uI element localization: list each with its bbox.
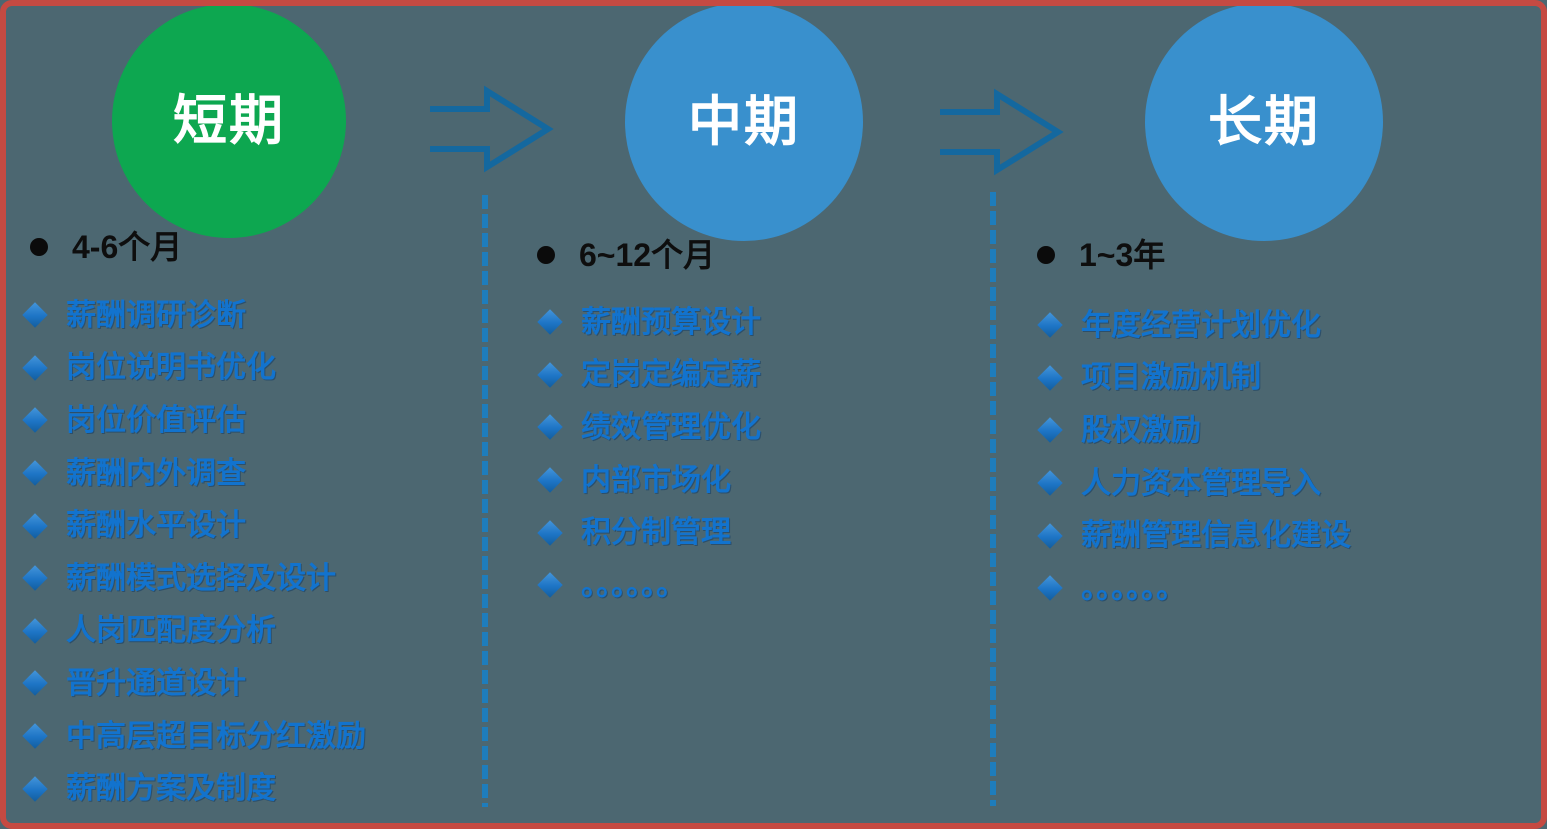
phase-duration-label: 6~12个月	[579, 237, 716, 273]
list-item: 中高层超目标分红激励	[22, 710, 366, 763]
list-item: 项目激励机制	[1037, 352, 1351, 405]
list-item-label: 岗位说明书优化	[66, 351, 276, 385]
list-item: 晋升通道设计	[22, 657, 366, 710]
list-item: 绩效管理优化	[537, 401, 761, 454]
list-item: 。。。。。。	[1037, 562, 1351, 615]
list-item: 薪酬调研诊断	[22, 289, 366, 342]
list-item-label: 。。。。。。	[1081, 571, 1186, 605]
diamond-bullet-icon	[1037, 470, 1063, 496]
phase-circle-mid-term: 中期	[625, 3, 863, 241]
list-item-label: 定岗定编定薪	[581, 358, 761, 392]
list-item: 薪酬管理信息化建设	[1037, 509, 1351, 562]
phase-duration-mid-term: 6~12个月	[535, 235, 715, 275]
diamond-bullet-icon	[1037, 312, 1063, 339]
list-item-label: 晋升通道设计	[66, 666, 246, 700]
list-item: 薪酬内外调查	[22, 447, 366, 500]
list-item: 年度经营计划优化	[1037, 299, 1351, 352]
dot-bullet-icon	[537, 246, 555, 264]
diamond-bullet-icon	[537, 519, 563, 546]
list-item-label: 。。。。。。	[581, 568, 686, 602]
list-item: 薪酬方案及制度	[22, 762, 366, 815]
diamond-bullet-icon	[1037, 417, 1063, 444]
phase-circle-label: 短期	[173, 91, 285, 151]
list-item: 岗位说明书优化	[22, 342, 366, 395]
phase-item-list-mid-term: 薪酬预算设计定岗定编定薪绩效管理优化内部市场化积分制管理。。。。。。	[537, 296, 761, 612]
dashed-divider	[482, 195, 488, 807]
phase-duration-label: 1~3年	[1079, 237, 1166, 273]
phase-circle-long-term: 长期	[1145, 3, 1383, 241]
diamond-bullet-icon	[22, 355, 48, 381]
list-item: 内部市场化	[537, 454, 761, 507]
dot-bullet-icon	[30, 238, 48, 256]
diamond-bullet-icon	[1037, 575, 1063, 601]
list-item-label: 积分制管理	[581, 516, 731, 550]
phase-duration-short-term: 4-6个月	[28, 227, 182, 267]
list-item: 岗位价值评估	[22, 394, 366, 447]
diamond-bullet-icon	[537, 572, 563, 598]
diamond-bullet-icon	[22, 670, 48, 697]
list-item: 。。。。。。	[537, 559, 761, 612]
list-item: 薪酬模式选择及设计	[22, 552, 366, 605]
list-item: 股权激励	[1037, 404, 1351, 457]
list-item: 定岗定编定薪	[537, 349, 761, 402]
diamond-bullet-icon	[22, 407, 48, 434]
phase-duration-label: 4-6个月	[72, 229, 183, 265]
phase-item-list-short-term: 薪酬调研诊断岗位说明书优化岗位价值评估薪酬内外调查薪酬水平设计薪酬模式选择及设计…	[22, 289, 366, 815]
diamond-bullet-icon	[22, 460, 48, 486]
dot-bullet-icon	[1037, 246, 1055, 264]
diamond-bullet-icon	[22, 723, 48, 749]
diamond-bullet-icon	[22, 565, 48, 591]
list-item-label: 项目激励机制	[1081, 361, 1261, 395]
list-item-label: 薪酬调研诊断	[66, 298, 246, 332]
phase-circle-short-term: 短期	[112, 4, 346, 238]
diamond-bullet-icon	[1037, 522, 1063, 549]
list-item-label: 薪酬模式选择及设计	[66, 561, 336, 595]
dashed-divider	[990, 192, 996, 806]
list-item: 薪酬水平设计	[22, 499, 366, 552]
phase-duration-long-term: 1~3年	[1035, 235, 1165, 275]
list-item-label: 薪酬方案及制度	[66, 772, 276, 806]
list-item-label: 薪酬预算设计	[581, 305, 761, 339]
list-item-label: 人岗匹配度分析	[66, 614, 276, 648]
diamond-bullet-icon	[22, 302, 48, 329]
list-item-label: 薪酬水平设计	[66, 509, 246, 543]
arrow-right-icon	[430, 85, 554, 173]
list-item-label: 股权激励	[1081, 413, 1201, 447]
list-item-label: 薪酬管理信息化建设	[1081, 519, 1351, 553]
list-item-label: 绩效管理优化	[581, 410, 761, 444]
diamond-bullet-icon	[22, 512, 48, 539]
phase-circle-label: 中期	[688, 92, 800, 152]
diamond-bullet-icon	[537, 362, 563, 388]
arrow-right-icon	[940, 88, 1064, 176]
list-item-label: 薪酬内外调查	[66, 456, 246, 490]
diamond-bullet-icon	[22, 775, 48, 802]
list-item-label: 内部市场化	[581, 463, 731, 497]
list-item-label: 中高层超目标分红激励	[66, 719, 366, 753]
diamond-bullet-icon	[537, 467, 563, 493]
list-item: 人力资本管理导入	[1037, 457, 1351, 510]
phase-circle-label: 长期	[1208, 92, 1320, 152]
list-item: 积分制管理	[537, 506, 761, 559]
diamond-bullet-icon	[537, 414, 563, 441]
phase-item-list-long-term: 年度经营计划优化项目激励机制股权激励人力资本管理导入薪酬管理信息化建设。。。。。…	[1037, 299, 1351, 615]
list-item-label: 人力资本管理导入	[1081, 466, 1321, 500]
list-item-label: 岗位价值评估	[66, 403, 246, 437]
diamond-bullet-icon	[1037, 365, 1063, 391]
list-item: 人岗匹配度分析	[22, 605, 366, 658]
diamond-bullet-icon	[22, 618, 48, 644]
list-item: 薪酬预算设计	[537, 296, 761, 349]
diamond-bullet-icon	[537, 309, 563, 336]
list-item-label: 年度经营计划优化	[1081, 308, 1321, 342]
